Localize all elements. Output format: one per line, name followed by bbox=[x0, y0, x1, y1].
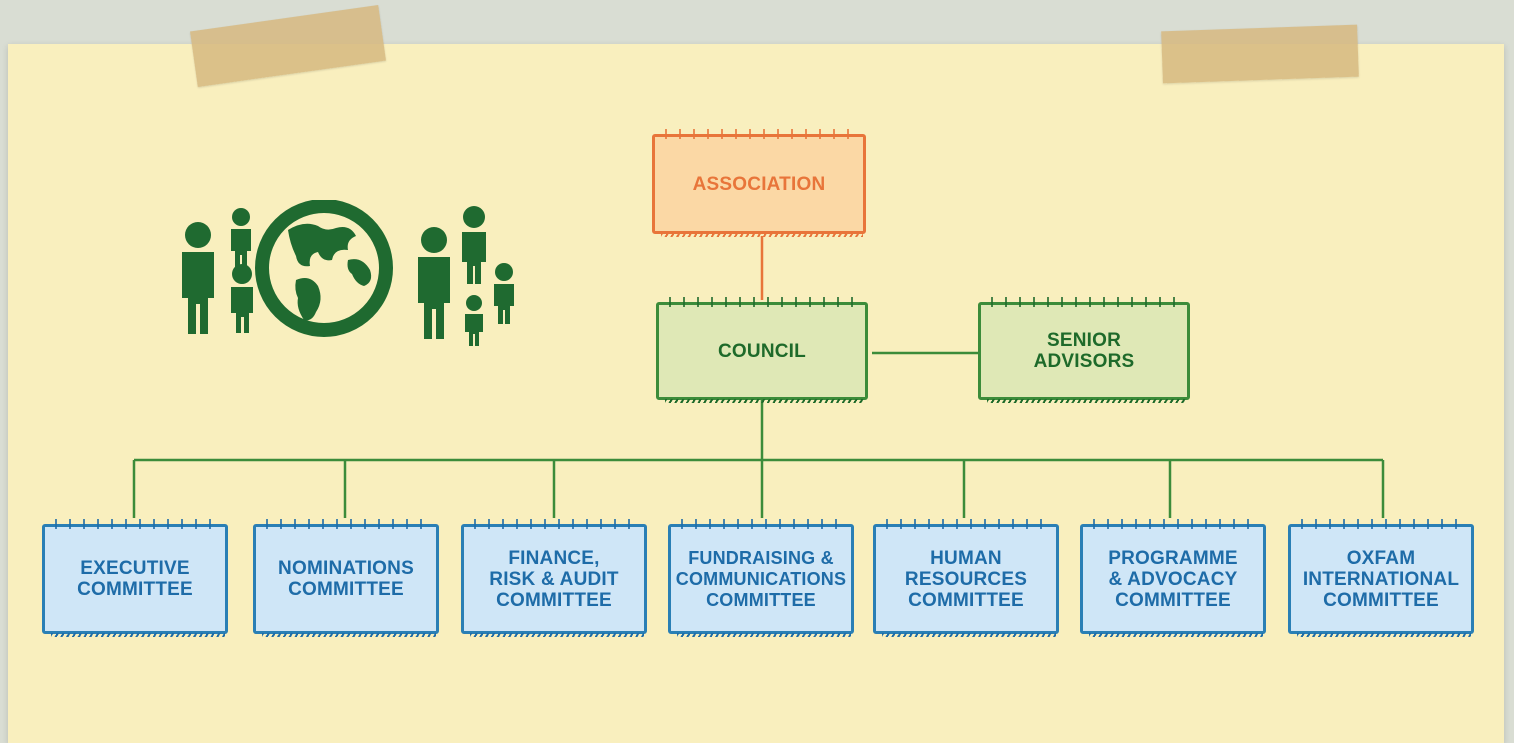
committee-label: FINANCE, RISK & AUDIT COMMITTEE bbox=[489, 547, 619, 611]
committee-label: HUMAN RESOURCES COMMITTEE bbox=[904, 547, 1028, 611]
committee-label: OXFAM INTERNATIONAL COMMITTEE bbox=[1302, 547, 1460, 611]
committee-label: PROGRAMME & ADVOCACY COMMITTEE bbox=[1108, 547, 1238, 611]
committee-label: NOMINATIONS COMMITTEE bbox=[278, 558, 414, 600]
nominations-committee-box: NOMINATIONS COMMITTEE bbox=[253, 519, 439, 637]
committee-label: FUNDRAISING & COMMUNICATIONS COMMITTEE bbox=[675, 547, 847, 610]
finance-risk-audit-committee-box: FINANCE, RISK & AUDIT COMMITTEE bbox=[461, 519, 647, 637]
senior-advisors-label: SENIOR ADVISORS bbox=[1033, 330, 1135, 372]
human-resources-committee-box: HUMAN RESOURCES COMMITTEE bbox=[873, 519, 1059, 637]
people-around-globe-icon bbox=[182, 200, 514, 346]
association-label: ASSOCIATION bbox=[692, 173, 826, 195]
fundraising-communications-committee-box: FUNDRAISING & COMMUNICATIONS COMMITTEE bbox=[668, 519, 854, 637]
oxfam-international-committee-box: OXFAM INTERNATIONAL COMMITTEE bbox=[1288, 519, 1474, 637]
committee-label: EXECUTIVE COMMITTEE bbox=[77, 558, 193, 600]
senior-advisors-box: SENIOR ADVISORS bbox=[978, 297, 1190, 403]
council-label: COUNCIL bbox=[718, 340, 806, 362]
association-box: ASSOCIATION bbox=[652, 129, 866, 237]
programme-advocacy-committee-box: PROGRAMME & ADVOCACY COMMITTEE bbox=[1080, 519, 1266, 637]
council-box: COUNCIL bbox=[656, 297, 868, 403]
executive-committee-box: EXECUTIVE COMMITTEE bbox=[42, 519, 228, 637]
